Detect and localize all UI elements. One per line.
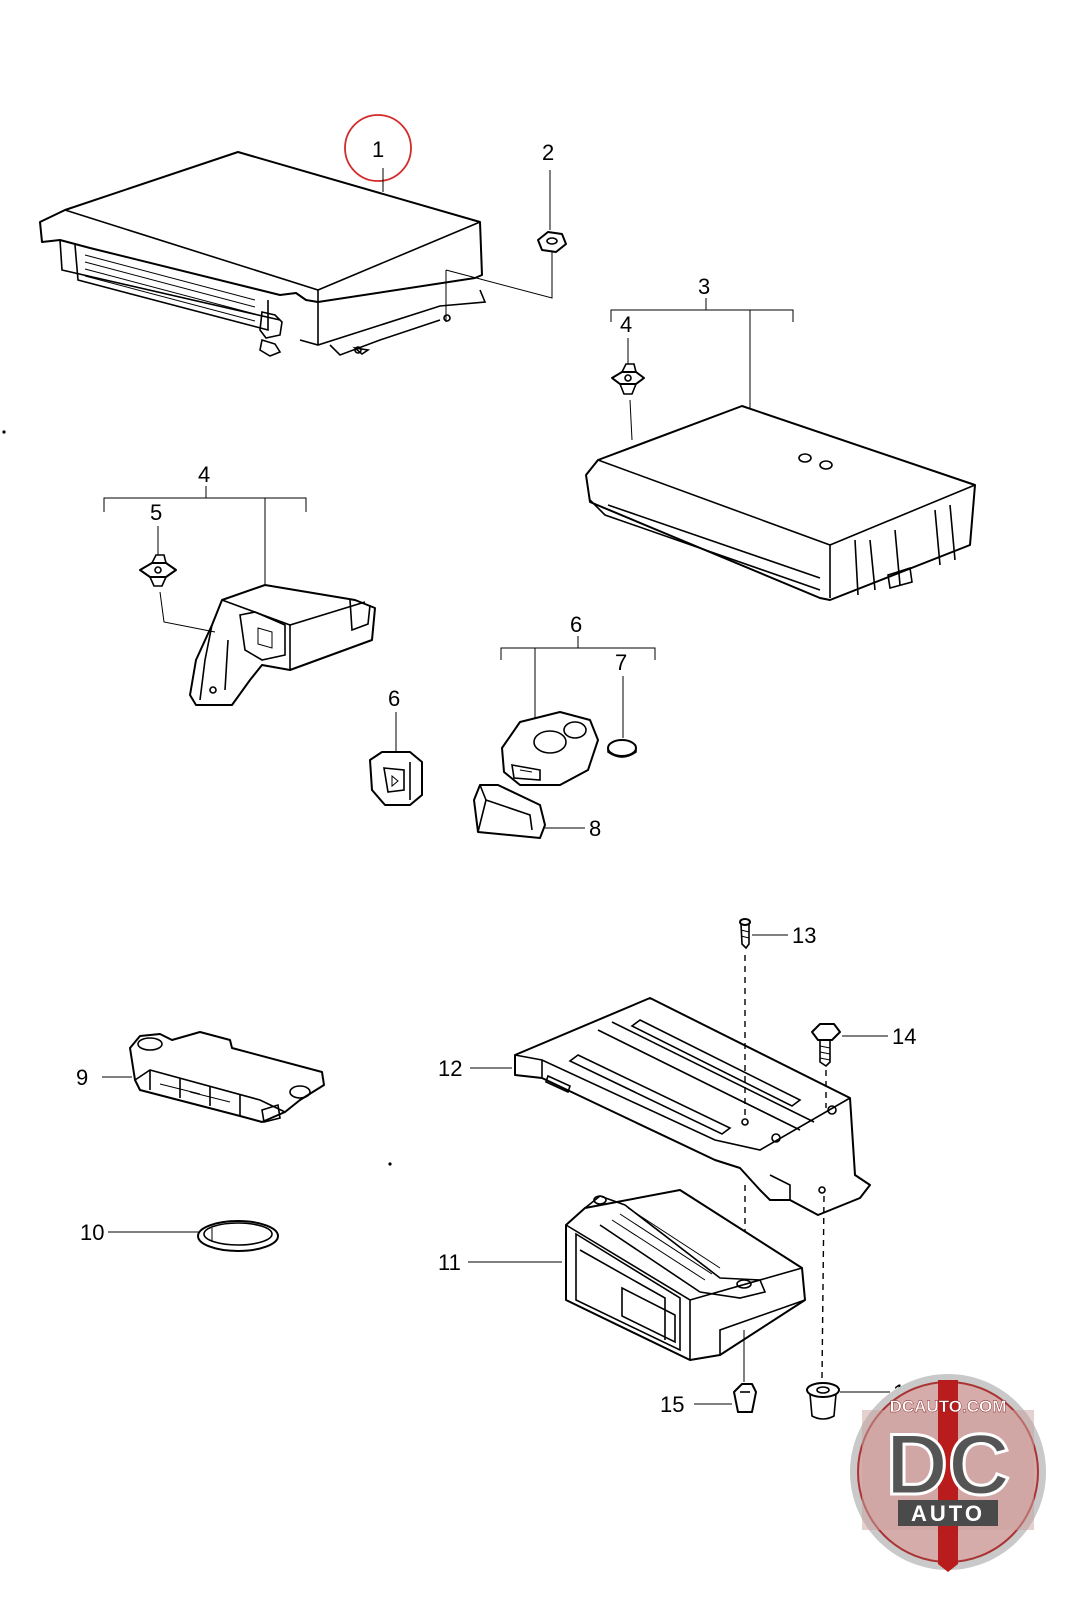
part-6-key-head[interactable] <box>369 751 423 806</box>
part-9-housing[interactable] <box>473 784 546 839</box>
part-label-14[interactable]: 13 <box>792 923 816 948</box>
part-label-2[interactable]: 2 <box>542 140 554 165</box>
watermark-url: DCAUTO.COM <box>890 1397 1007 1416</box>
part-label-15[interactable]: 14 <box>892 1024 916 1049</box>
part-label-4-lower[interactable]: 5 <box>150 500 162 525</box>
part-1-control-unit[interactable] <box>39 151 487 357</box>
part-2-nut[interactable] <box>537 231 567 253</box>
part-label-4-upper[interactable]: 4 <box>620 312 632 337</box>
part-label-7[interactable]: 6 <box>570 612 582 637</box>
part-label-12[interactable]: 11 <box>438 1250 461 1275</box>
part-11-ring[interactable] <box>197 1220 279 1252</box>
part-label-16[interactable]: 15 <box>660 1392 684 1417</box>
part-label-1[interactable]: 1 <box>372 137 384 162</box>
part-7-remote-fob[interactable] <box>501 711 599 786</box>
part-label-6[interactable]: 6 <box>388 686 400 711</box>
part-label-5[interactable]: 4 <box>198 462 210 487</box>
part-12-control-unit[interactable] <box>565 1189 806 1361</box>
part-label-3[interactable]: 3 <box>698 274 710 299</box>
part-17-spacer[interactable] <box>806 1382 840 1420</box>
part-label-9[interactable]: 8 <box>589 816 601 841</box>
part-4-grommet-lower[interactable] <box>139 554 177 587</box>
part-8-battery[interactable] <box>607 739 637 758</box>
part-14-screw[interactable] <box>739 918 751 950</box>
stray-dot <box>388 1162 392 1166</box>
stray-dot <box>2 430 6 434</box>
part-4-grommet-upper[interactable] <box>611 363 645 395</box>
dcauto-watermark-logo: DCAUTO.COM DC AUTO <box>850 1374 1046 1572</box>
part-16-clip[interactable] <box>733 1383 757 1413</box>
part-label-13[interactable]: 12 <box>438 1056 462 1081</box>
part-label-10[interactable]: 9 <box>76 1065 88 1090</box>
watermark-sub: AUTO <box>911 1501 985 1526</box>
part-13-bracket[interactable] <box>514 997 871 1216</box>
part-label-11[interactable]: 10 <box>80 1220 104 1245</box>
part-5-module-bracket[interactable] <box>189 584 376 706</box>
part-10-antenna-module[interactable] <box>129 1031 325 1123</box>
part-3-control-unit[interactable] <box>585 405 976 601</box>
watermark-main: DC <box>886 1417 1010 1513</box>
part-1-highlight-circle <box>344 114 412 182</box>
part-15-bolt[interactable] <box>811 1023 841 1068</box>
part-label-8[interactable]: 7 <box>615 650 627 675</box>
